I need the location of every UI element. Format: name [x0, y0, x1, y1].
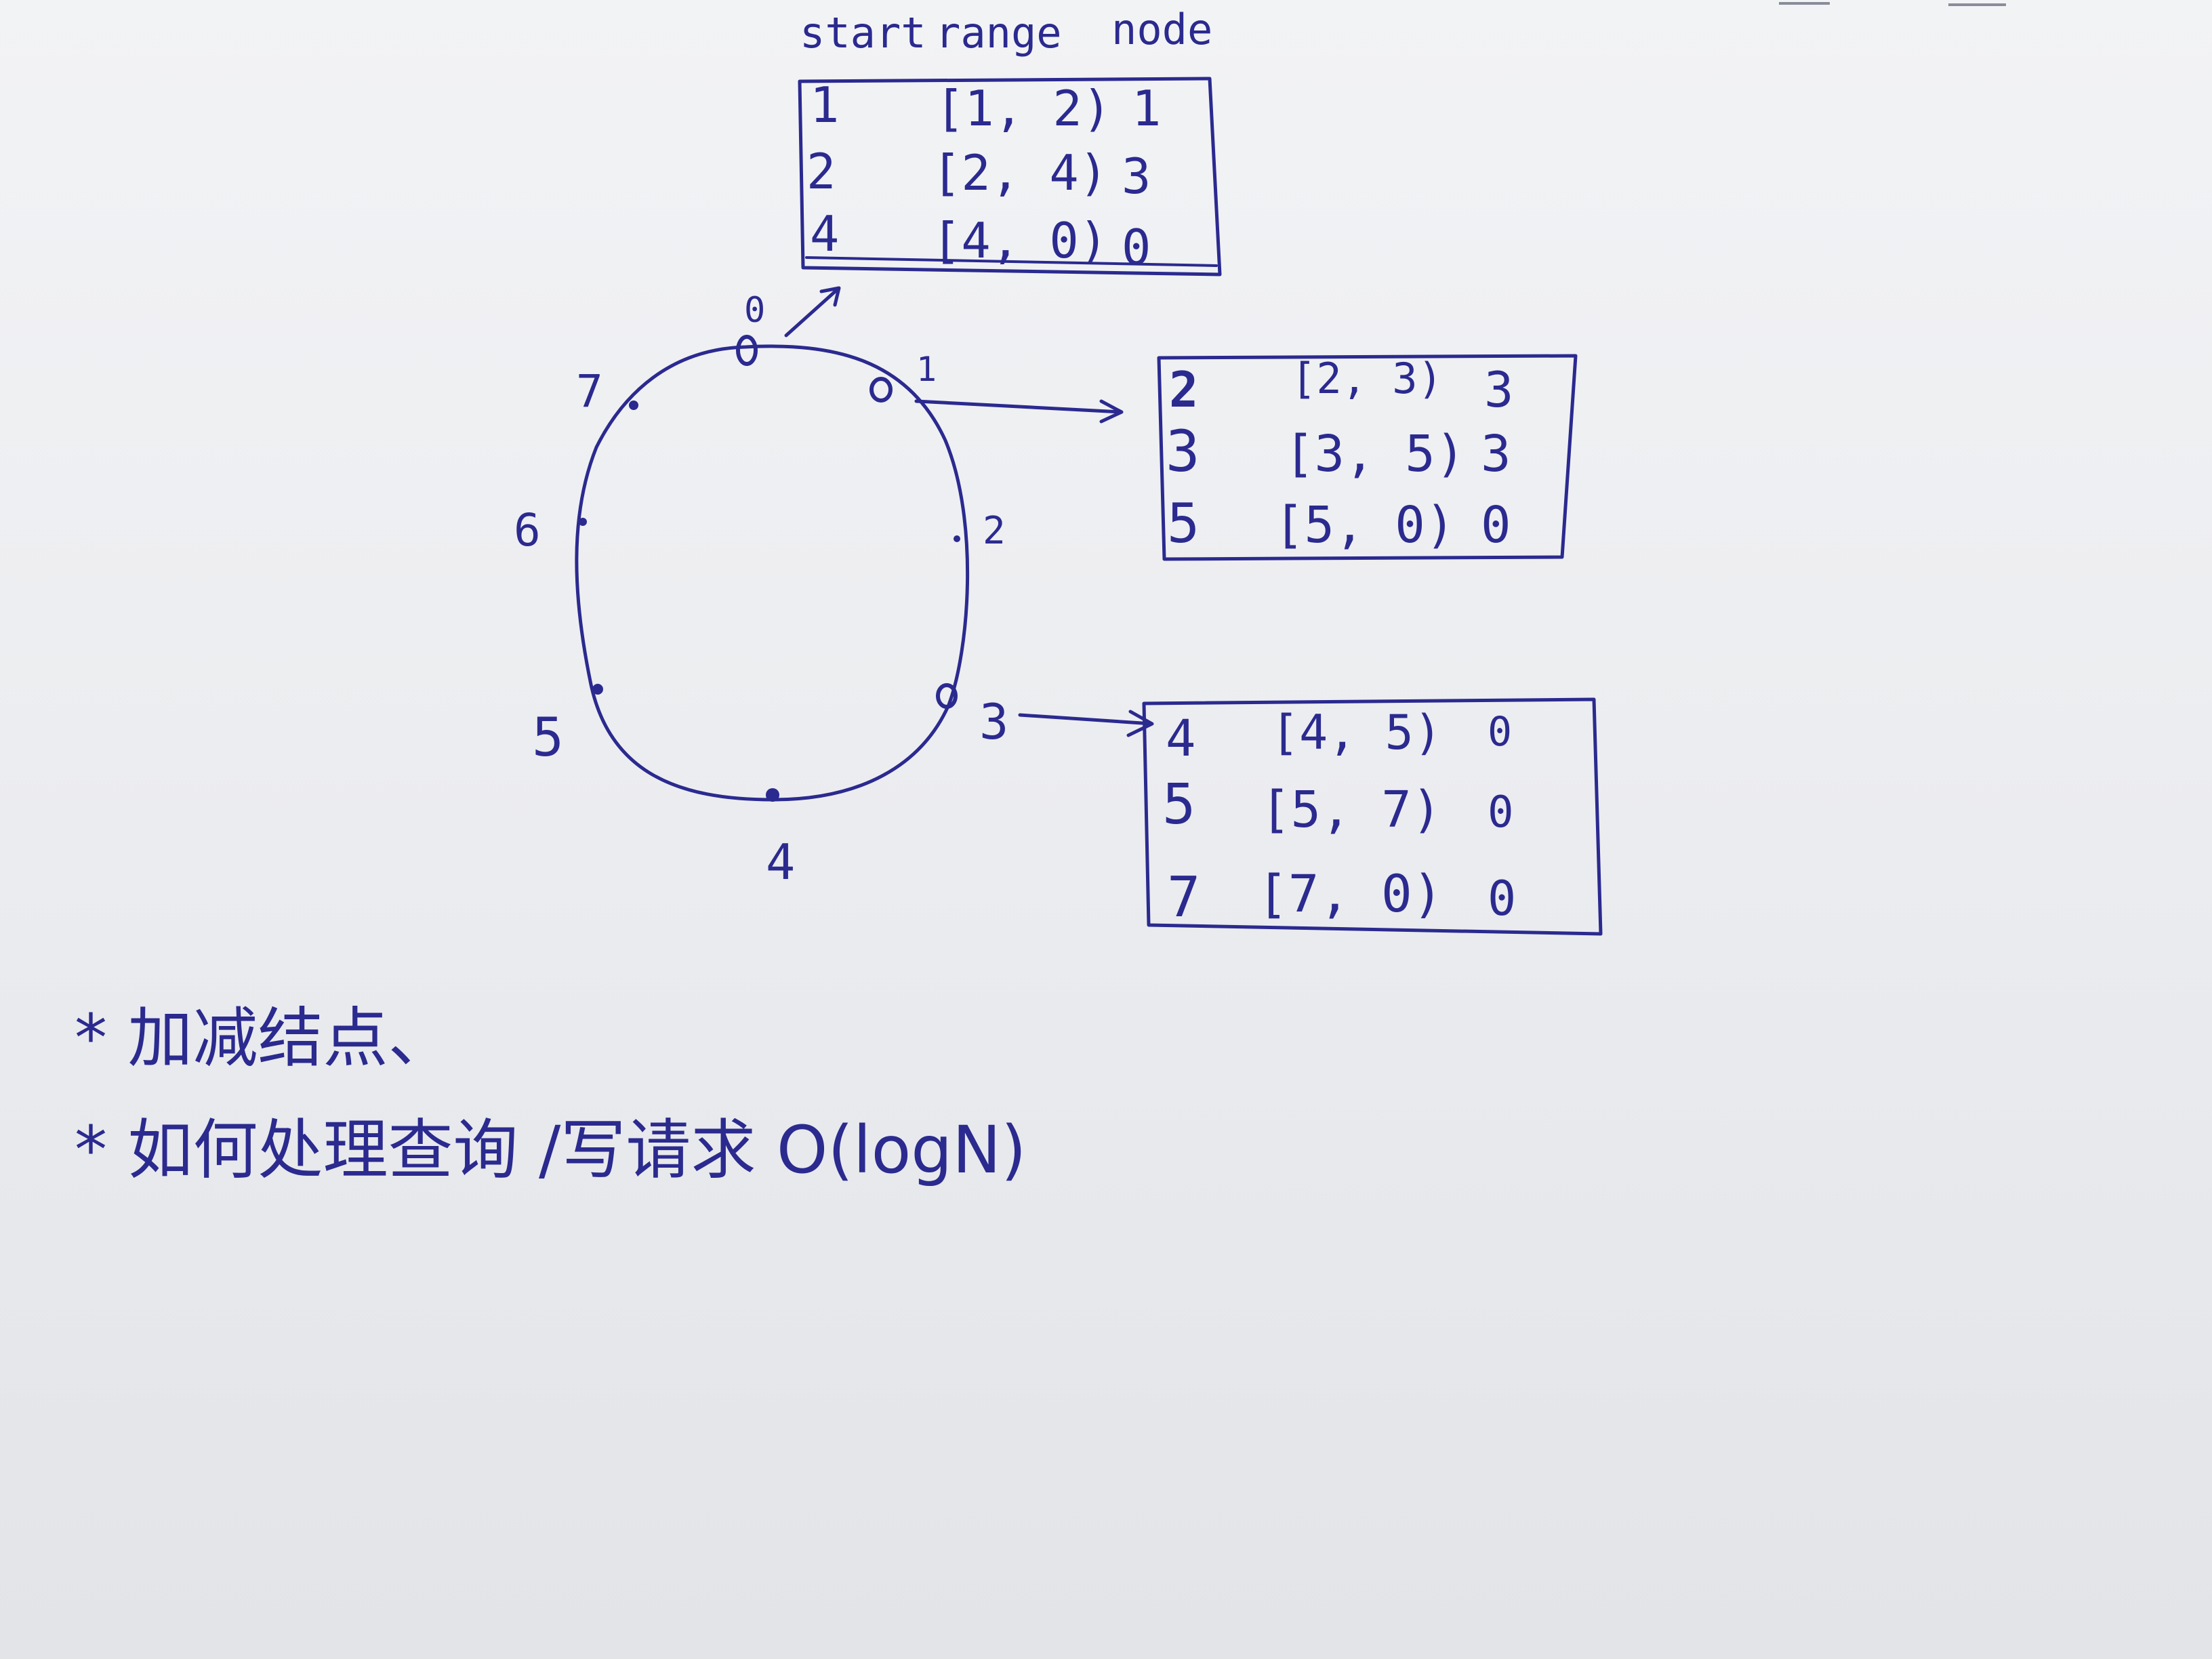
- arrow-icon: [914, 399, 1124, 424]
- table-cell: 3: [1166, 418, 1200, 485]
- table-cell: [4, 0): [932, 212, 1108, 269]
- ring-label-5: 5: [532, 708, 564, 769]
- arrow-icon: [784, 286, 841, 337]
- ring-node-3-marker: [936, 683, 958, 709]
- ring-label-7: 7: [576, 365, 603, 417]
- ring-label-2: 2: [983, 509, 1006, 553]
- table-cell: 0: [1488, 871, 1516, 926]
- header-range: range: [935, 8, 1062, 58]
- table-cell: [2, 3): [1291, 354, 1443, 403]
- finger-table-node-3: 4 [4, 5) 0 5 [5, 7) 0 7 [7, 0) 0: [1142, 697, 1603, 936]
- notes: * 加减结点、 * 如何处理查询 /写请求 O(logN): [75, 1000, 1027, 1188]
- ring-point-6: [579, 518, 587, 526]
- ring-label-1: 1: [916, 350, 937, 389]
- table-border: [1157, 354, 1578, 561]
- ring-point-2: [954, 535, 960, 542]
- table-cell: [5, 7): [1261, 781, 1441, 839]
- ring-point-5: [592, 684, 603, 695]
- ring-node-1-marker: [869, 377, 893, 403]
- table-cell: 2: [1169, 361, 1198, 418]
- header-node: node: [1111, 5, 1212, 54]
- table-cell: [3, 5): [1284, 425, 1465, 483]
- table-divider: [805, 256, 1218, 267]
- ring-label-3: 3: [979, 693, 1008, 750]
- table-cell: [7, 0): [1257, 863, 1443, 924]
- finger-table-node-1: 2 [2, 3) 3 3 [3, 5) 3 5 [5, 0) 0: [1157, 354, 1578, 561]
- table-cell: 3: [1481, 425, 1511, 483]
- table-cell: 0: [1122, 219, 1151, 276]
- table-border: [1142, 697, 1603, 936]
- table-cell: 4: [810, 205, 839, 262]
- ring-label-0: 0: [744, 290, 765, 331]
- ring-point-4: [766, 788, 779, 802]
- table-cell: [2, 4): [932, 144, 1108, 201]
- table-border: [798, 77, 1222, 276]
- table-cell: 5: [1167, 492, 1200, 555]
- ring-point-7: [629, 401, 638, 410]
- note-add-remove-nodes: * 加减结点、: [75, 1000, 453, 1076]
- table-cell: 3: [1484, 361, 1513, 418]
- table-cell: 0: [1488, 787, 1514, 838]
- paper-marks: [1779, 2, 2006, 6]
- table-cell: 1: [810, 77, 839, 134]
- finger-table-node-0: 1 [1, 2) 1 2 [2, 4) 3 4 [4, 0) 0: [798, 77, 1222, 276]
- hash-ring: 0 1 2 3 4 5 6 7: [514, 290, 1008, 890]
- table-cell: 2: [806, 143, 836, 200]
- table-cell: 4: [1166, 710, 1196, 768]
- ring-circle: [575, 344, 970, 802]
- table-cell: 0: [1488, 708, 1512, 756]
- arrow-icon: [1018, 710, 1154, 737]
- table-cell: [5, 0): [1274, 496, 1455, 554]
- table-cell: 0: [1481, 496, 1511, 554]
- table-cell: 5: [1162, 773, 1195, 837]
- ring-node-0-marker: [736, 335, 758, 366]
- table-cell: 1: [1132, 80, 1161, 137]
- table-cell: [4, 5): [1271, 705, 1442, 760]
- note-handle-requests: * 如何处理查询 /写请求 O(logN): [75, 1112, 1027, 1188]
- table-cell: 3: [1122, 148, 1151, 205]
- arrows: [784, 286, 1154, 737]
- table-cell: 7: [1167, 865, 1200, 930]
- ring-label-4: 4: [766, 834, 795, 890]
- header-start: start: [800, 8, 926, 58]
- table-header: start range node: [800, 5, 1212, 58]
- ring-label-6: 6: [514, 504, 541, 556]
- table-cell: [1, 2): [935, 80, 1111, 137]
